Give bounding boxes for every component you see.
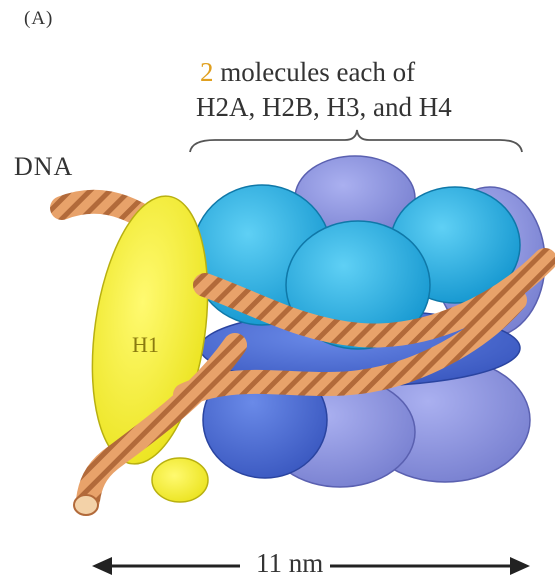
panel-label: (A) <box>24 8 53 30</box>
h1-label: H1 <box>132 332 159 358</box>
dna-label: DNA <box>14 152 73 182</box>
caption-line-1: 2 molecules each of <box>200 57 415 88</box>
caption-line-2: H2A, H2B, H3, and H4 <box>196 92 452 123</box>
caption-number: 2 <box>200 57 214 87</box>
scale-label: 11 nm <box>256 548 323 579</box>
octamer-bracket <box>190 130 522 152</box>
caption-line-1-text: molecules each of <box>214 57 416 87</box>
h1-lower-lobe <box>152 458 208 502</box>
dna-end-cap <box>74 495 98 515</box>
